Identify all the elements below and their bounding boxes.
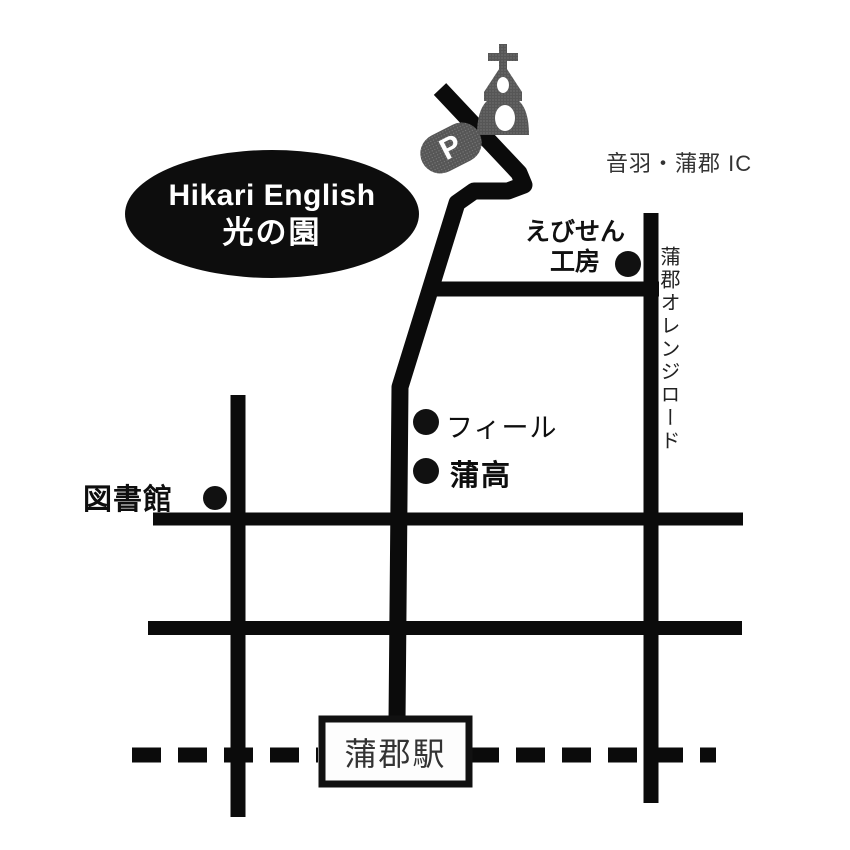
church-window-small — [497, 77, 509, 93]
poi-dot-library — [203, 486, 227, 510]
station-label: 蒲郡駅 — [344, 735, 447, 772]
gamagori-hs-label: 蒲高 — [450, 460, 513, 492]
ebisen-workshop-label: えびせん 工房 — [524, 217, 626, 277]
orange-road-label: 蒲郡オレンジロード — [657, 246, 679, 453]
school-bubble-text: Hikari English 光の園 — [125, 153, 419, 277]
poi-dot-gamagori-hs — [413, 458, 439, 484]
library-label: 図書館 — [83, 484, 174, 516]
feel-label: フィール — [446, 413, 558, 443]
poi-dots — [203, 251, 641, 510]
ebisen-label-line1: えびせん — [524, 218, 625, 246]
interchange-label: 音羽・蒲郡 IC — [606, 151, 753, 176]
school-name-english: Hikari English — [168, 178, 376, 212]
station-box — [318, 715, 473, 788]
poi-dot-ebisen — [615, 251, 641, 277]
church-icon — [477, 44, 529, 135]
poi-dot-feel — [413, 409, 439, 435]
ebisen-label-line2: 工房 — [549, 248, 600, 276]
road-network — [132, 83, 743, 817]
school-name-japanese: 光の園 — [222, 215, 322, 251]
church-cross-horizontal — [488, 53, 518, 61]
school-bubble — [125, 150, 419, 278]
church-window-large — [495, 105, 515, 131]
road-winding-main — [388, 83, 533, 722]
parking-icon — [420, 122, 482, 174]
